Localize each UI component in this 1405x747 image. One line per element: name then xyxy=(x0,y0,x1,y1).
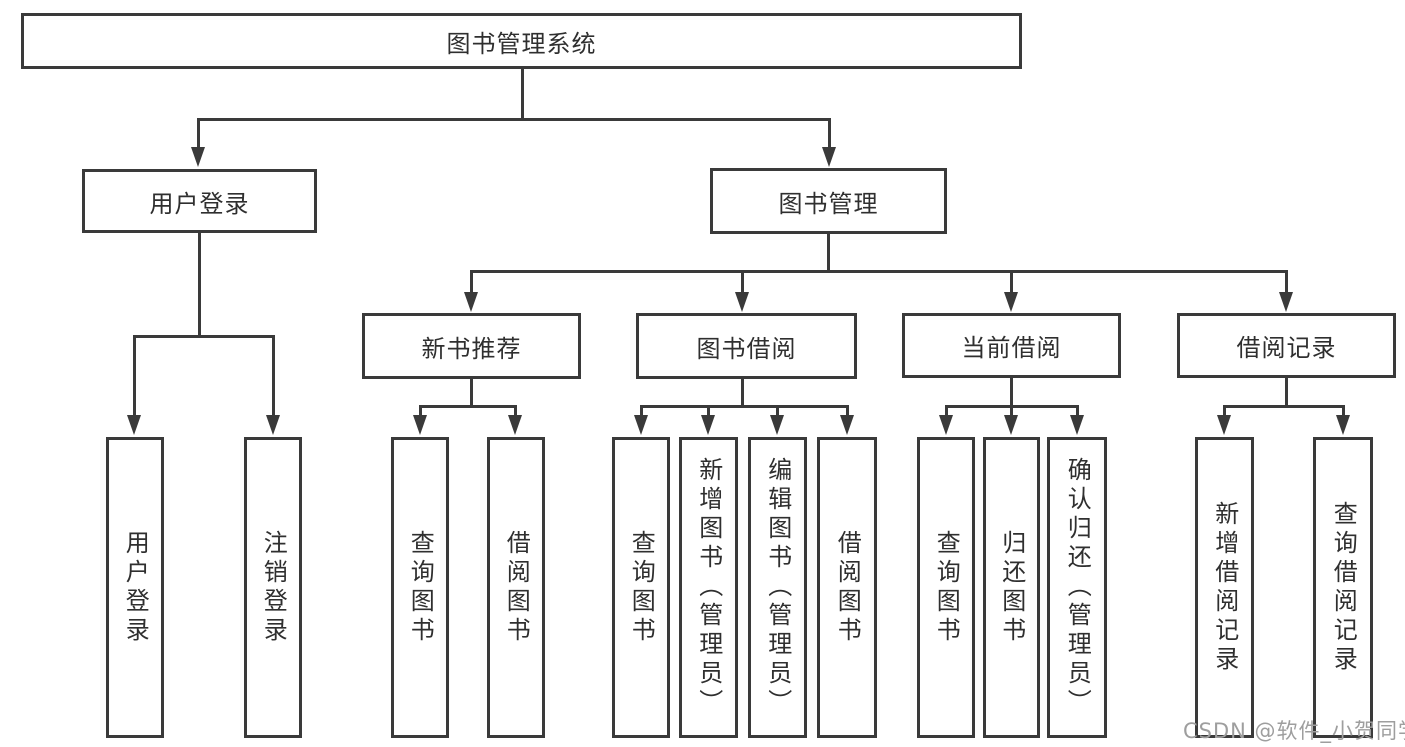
line xyxy=(945,405,948,419)
arrowhead-icon xyxy=(413,415,427,435)
arrowhead-icon xyxy=(1336,415,1350,435)
line xyxy=(1342,405,1345,419)
node-system: 图书管理系统 xyxy=(21,13,1022,69)
line xyxy=(419,405,422,419)
node-bb-edit-book: 编辑图书（管理员） xyxy=(748,437,807,738)
node-label: 注销登录 xyxy=(259,529,288,646)
node-label: 图书管理系统 xyxy=(446,29,597,58)
line xyxy=(133,335,136,417)
line xyxy=(197,118,831,121)
arrowhead-icon xyxy=(266,415,280,435)
node-book-borrow: 图书借阅 xyxy=(636,313,857,379)
line xyxy=(133,335,274,338)
node-book-management: 图书管理 xyxy=(710,168,947,234)
line xyxy=(1010,405,1013,419)
line xyxy=(1223,405,1226,419)
line xyxy=(197,118,200,150)
arrowhead-icon xyxy=(1004,415,1018,435)
node-label: 新书推荐 xyxy=(421,334,522,363)
node-label: 借阅图书 xyxy=(502,529,531,646)
line xyxy=(1223,405,1345,408)
line xyxy=(828,118,831,150)
node-bb-add-book: 新增图书（管理员） xyxy=(679,437,738,738)
line xyxy=(640,405,643,419)
line xyxy=(470,377,473,408)
node-label: 图书管理 xyxy=(778,189,879,218)
line xyxy=(470,270,473,296)
node-br-query-record: 查询借阅记录 xyxy=(1313,437,1373,738)
node-cb-confirm-return: 确认归还（管理员） xyxy=(1047,437,1107,738)
node-leaf-logout: 注销登录 xyxy=(244,437,302,738)
node-label: 用户登录 xyxy=(121,529,150,646)
node-label: 图书借阅 xyxy=(696,334,797,363)
arrowhead-icon xyxy=(735,292,749,312)
arrowhead-icon xyxy=(1004,292,1018,312)
node-cb-query-book: 查询图书 xyxy=(917,437,975,738)
line xyxy=(1010,270,1013,296)
node-new-book-recommend: 新书推荐 xyxy=(362,313,581,379)
node-rec-borrow-book: 借阅图书 xyxy=(487,437,545,738)
arrowhead-icon xyxy=(770,415,784,435)
node-label: 查询借阅记录 xyxy=(1329,500,1358,675)
line xyxy=(470,270,1287,273)
line xyxy=(1285,270,1288,296)
line xyxy=(741,270,744,296)
line xyxy=(198,233,201,338)
node-br-add-record: 新增借阅记录 xyxy=(1195,437,1254,738)
node-label: 新增借阅记录 xyxy=(1210,500,1239,675)
arrowhead-icon xyxy=(127,415,141,435)
line xyxy=(827,233,830,273)
node-label: 当前借阅 xyxy=(961,334,1062,362)
node-current-borrow: 当前借阅 xyxy=(902,313,1121,378)
node-label: 查询图书 xyxy=(932,529,961,646)
node-label: 新增图书（管理员） xyxy=(694,457,723,718)
node-label: 借阅图书 xyxy=(833,529,862,646)
node-label: 归还图书 xyxy=(997,529,1026,646)
node-label: 查询图书 xyxy=(627,529,656,646)
line xyxy=(1285,377,1288,408)
arrowhead-icon xyxy=(191,147,205,167)
node-rec-query-book: 查询图书 xyxy=(391,437,449,738)
arrowhead-icon xyxy=(464,292,478,312)
node-label: 查询图书 xyxy=(406,529,435,646)
line xyxy=(419,405,516,408)
node-cb-return-book: 归还图书 xyxy=(983,437,1040,738)
node-label: 借阅记录 xyxy=(1236,334,1337,362)
line xyxy=(521,66,524,120)
line xyxy=(272,335,275,417)
node-label: 用户登录 xyxy=(149,189,250,218)
node-leaf-user-login: 用户登录 xyxy=(106,437,164,738)
arrowhead-icon xyxy=(822,147,836,167)
arrowhead-icon xyxy=(1279,292,1293,312)
arrowhead-icon xyxy=(634,415,648,435)
node-label: 编辑图书（管理员） xyxy=(763,457,792,718)
line xyxy=(1010,377,1013,408)
arrowhead-icon xyxy=(1070,415,1084,435)
arrowhead-icon xyxy=(1217,415,1231,435)
arrowhead-icon xyxy=(701,415,715,435)
line xyxy=(776,405,779,419)
node-borrow-record: 借阅记录 xyxy=(1177,313,1396,378)
line xyxy=(707,405,710,419)
arrowhead-icon xyxy=(939,415,953,435)
arrowhead-icon xyxy=(508,415,522,435)
node-bb-borrow-book: 借阅图书 xyxy=(817,437,877,738)
line xyxy=(640,405,848,408)
line xyxy=(741,377,744,408)
arrowhead-icon xyxy=(840,415,854,435)
line xyxy=(846,405,849,419)
line xyxy=(514,405,517,419)
node-bb-query-book: 查询图书 xyxy=(612,437,670,738)
csdn-watermark: CSDN @软件_小贺同学 xyxy=(1183,719,1405,743)
line xyxy=(1076,405,1079,419)
node-user-login: 用户登录 xyxy=(82,169,317,233)
node-label: 确认归还（管理员） xyxy=(1063,457,1092,718)
